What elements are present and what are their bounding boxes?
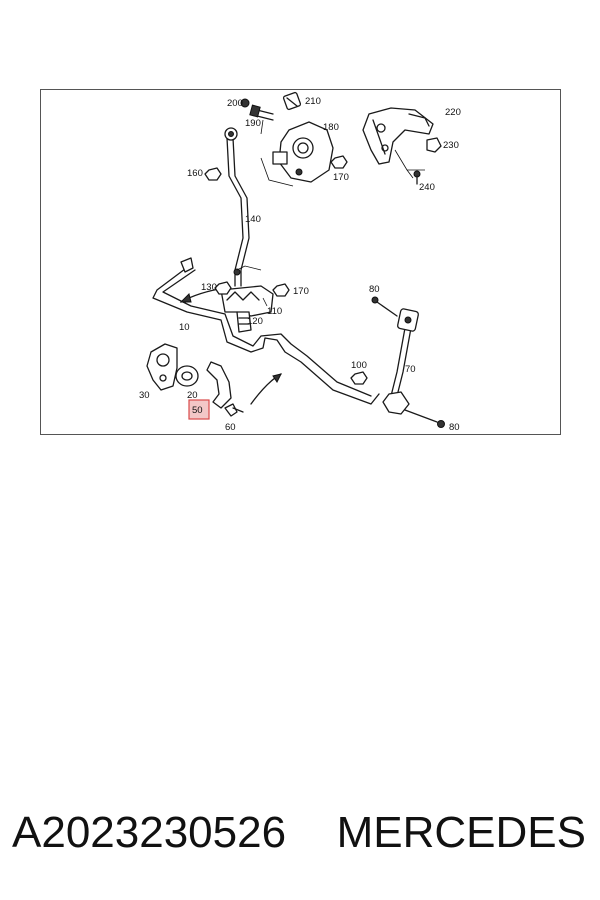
callout-170-mid: 170 [293,286,309,297]
brand-name: MERCEDES [336,808,586,857]
bolt-60 [224,403,244,417]
bolt-190 [249,104,274,121]
bushing-120 [236,311,252,333]
callout-50: 50 [192,405,203,416]
mount-30 [146,343,178,391]
connector-210 [282,91,302,111]
callout-210: 210 [305,96,321,107]
callout-200: 200 [227,98,243,109]
sensor-link-140 [224,127,250,287]
callout-20: 20 [187,390,198,401]
clamp-lead-lines [236,265,268,307]
callout-110: 110 [267,306,282,317]
bolt-130 [214,281,232,295]
arrow-right [250,373,282,405]
callout-160: 160 [187,168,203,179]
drop-link-70 [382,308,419,415]
clamp-50 [206,361,232,409]
callout-220: 220 [445,107,461,118]
bolt-80-bottom [404,409,445,428]
callout-130: 130 [201,282,217,293]
callout-180: 180 [323,122,339,133]
callout-30: 30 [139,390,150,401]
callout-100: 100 [351,360,367,371]
callout-170-top: 170 [333,172,349,183]
parts-diagram-frame: 200 210 190 180 220 230 240 170 160 140 … [40,89,561,435]
clamp-110 [220,285,274,317]
bracket-lead-lines [260,119,294,187]
bracket-180 [272,121,334,183]
callout-230: 230 [443,140,459,151]
callout-140: 140 [245,214,261,225]
nut-230 [426,137,442,153]
sensor-200 [240,98,250,108]
mount-bracket-220 [362,107,434,165]
bolt-80-top [371,296,398,317]
nut-170-top [330,155,348,169]
callout-50-highlight [188,399,210,420]
callout-70: 70 [405,364,416,375]
bushing-20 [175,365,199,387]
callout-80-bottom: 80 [449,422,460,433]
footer: A2023230526 MERCEDES [0,800,600,870]
callout-60: 60 [225,422,236,433]
parts-diagram: 200 210 190 180 220 230 240 170 160 140 … [139,91,461,433]
nut-160 [204,167,222,181]
callout-120: 120 [247,316,263,327]
callout-80-top: 80 [369,284,380,295]
callout-190: 190 [245,118,261,129]
nut-100 [350,371,368,385]
part-number: A2023230526 [12,808,287,857]
callout-240: 240 [419,182,435,193]
callout-10: 10 [179,322,190,333]
stabilizer-bar-10 [152,257,380,405]
nut-170-mid [272,283,290,297]
bolt-240 [394,149,425,185]
